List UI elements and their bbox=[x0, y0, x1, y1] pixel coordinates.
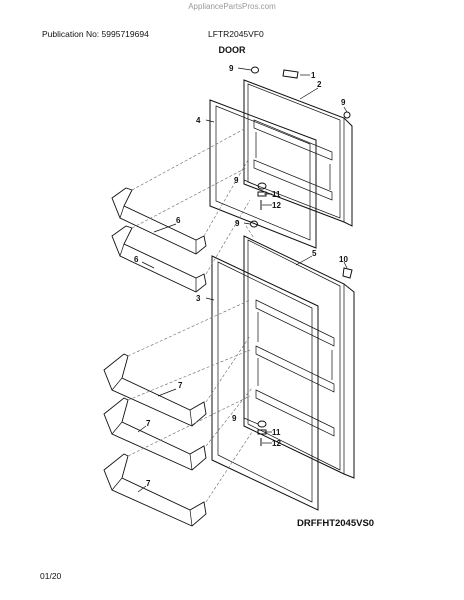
footer-date: 01/20 bbox=[40, 571, 62, 581]
callout-9: 9 bbox=[234, 176, 239, 185]
projection-lines bbox=[127, 127, 255, 503]
callout-9: 9 bbox=[341, 98, 346, 107]
callout-7: 7 bbox=[146, 419, 151, 428]
callout-11: 11 bbox=[272, 428, 281, 437]
callout-9: 9 bbox=[235, 219, 240, 228]
callout-7: 7 bbox=[146, 479, 151, 488]
diagram-id: DRFFHT2045VS0 bbox=[297, 518, 375, 529]
upper-door-assembly bbox=[209, 66, 353, 249]
lower-door-bins bbox=[103, 353, 207, 527]
callout-2: 2 bbox=[317, 80, 322, 89]
callout-12: 12 bbox=[272, 201, 281, 210]
callout-6: 6 bbox=[176, 216, 181, 225]
watermark: AppliancePartsPros.com bbox=[188, 2, 276, 11]
callout-12: 12 bbox=[272, 439, 281, 448]
page-title: DOOR bbox=[218, 45, 246, 55]
callout-1: 1 bbox=[311, 71, 316, 80]
callout-10: 10 bbox=[339, 255, 348, 264]
callout-numbers: 9 1 2 9 4 9 11 12 9 6 5 10 6 3 7 7 9 11 … bbox=[134, 64, 348, 488]
callout-7: 7 bbox=[178, 381, 183, 390]
lower-door-assembly bbox=[211, 220, 355, 511]
callout-9: 9 bbox=[232, 414, 237, 423]
callout-4: 4 bbox=[196, 116, 201, 125]
callout-5: 5 bbox=[312, 249, 317, 258]
callout-11: 11 bbox=[272, 190, 281, 199]
callout-3: 3 bbox=[196, 294, 201, 303]
callout-9: 9 bbox=[229, 64, 234, 73]
publication-number: Publication No: 5995719694 bbox=[42, 29, 149, 39]
leader-lines bbox=[137, 67, 348, 493]
model-number: LFTR2045VF0 bbox=[208, 29, 264, 39]
upper-door-bins bbox=[111, 187, 207, 293]
callout-6: 6 bbox=[134, 255, 139, 264]
